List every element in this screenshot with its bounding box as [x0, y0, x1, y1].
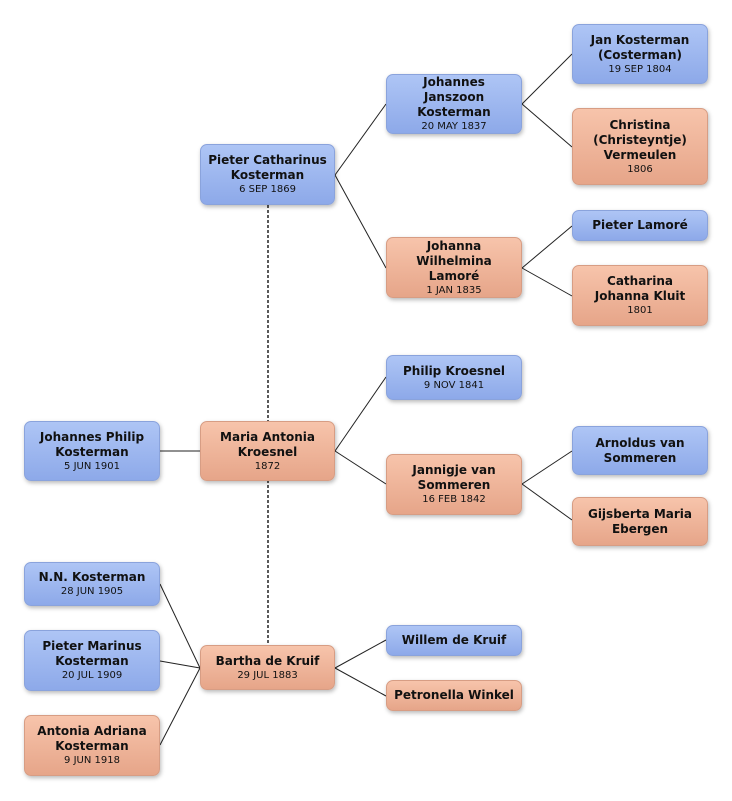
person-catharina-johanna-kluit[interactable]: Catharina Johanna Kluit 1801 [572, 265, 708, 326]
person-date: 20 MAY 1837 [421, 121, 487, 132]
person-date: 1872 [254, 460, 281, 472]
parent-line [334, 174, 387, 269]
person-philip-kroesnel[interactable]: Philip Kroesnel 9 NOV 1841 [386, 355, 522, 400]
person-maria-antonia-kroesnel[interactable]: Maria Antonia Kroesnel 1872 [200, 421, 335, 481]
person-jannigje-van-sommeren[interactable]: Jannigje van Sommeren 16 FEB 1842 [386, 454, 522, 515]
person-date: 5 JUN 1901 [64, 460, 120, 472]
person-name: Pieter Catharinus Kosterman [208, 153, 327, 182]
person-date: 29 JUL 1883 [237, 669, 298, 681]
parent-line [521, 225, 573, 269]
person-name: Pieter Lamoré [592, 218, 688, 232]
parent-line [334, 667, 387, 697]
person-name: Jan Kosterman (Costerman) [590, 32, 690, 62]
person-date: 20 JUL 1909 [61, 670, 123, 681]
person-date: 16 FEB 1842 [422, 494, 486, 505]
person-bartha-de-kruif[interactable]: Bartha de Kruif 29 JUL 1883 [200, 645, 335, 690]
person-name: N.N. Kosterman [38, 570, 146, 584]
person-name: Christina (Christeyntje) Vermeulen [593, 117, 687, 162]
parent-line [159, 667, 201, 746]
person-date: 1806 [627, 163, 653, 175]
person-name: Gijsberta Maria Ebergen [587, 506, 693, 536]
person-name: Arnoldus van Sommeren [595, 435, 685, 465]
person-date: 1 JAN 1835 [426, 284, 482, 296]
person-jan-kosterman[interactable]: Jan Kosterman (Costerman) 19 SEP 1804 [572, 24, 708, 84]
person-name: Philip Kroesnel [403, 363, 505, 378]
parent-line [521, 53, 573, 105]
person-name: Willem de Kruif [401, 633, 507, 647]
parent-line [334, 450, 387, 485]
person-name: Maria Antonia Kroesnel [220, 429, 315, 459]
person-name: Catharina Johanna Kluit [594, 274, 686, 303]
person-petronella-winkel[interactable]: Petronella Winkel [386, 680, 522, 711]
person-date: 28 JUN 1905 [60, 586, 124, 597]
person-johanna-wilhelmina-lamore[interactable]: Johanna Wilhelmina Lamoré 1 JAN 1835 [386, 237, 522, 298]
person-name: Petronella Winkel [394, 688, 514, 702]
person-date: 6 SEP 1869 [239, 184, 296, 195]
person-name: Pieter Marinus Kosterman [42, 639, 142, 668]
person-name: Jannigje van Sommeren [412, 463, 496, 492]
parent-line [159, 660, 201, 669]
person-nn-kosterman[interactable]: N.N. Kosterman 28 JUN 1905 [24, 562, 160, 606]
parent-line [521, 483, 573, 521]
person-date: 19 SEP 1804 [608, 63, 672, 75]
person-date: 1801 [627, 305, 653, 316]
person-arnoldus-van-sommeren[interactable]: Arnoldus van Sommeren [572, 426, 708, 475]
person-name: Bartha de Kruif [215, 653, 320, 668]
parent-line [334, 639, 387, 669]
parent-line [521, 267, 573, 297]
person-name: Antonia Adriana Kosterman [37, 724, 147, 753]
person-antonia-adriana-kosterman[interactable]: Antonia Adriana Kosterman 9 JUN 1918 [24, 715, 160, 776]
person-gijsberta-maria-ebergen[interactable]: Gijsberta Maria Ebergen [572, 497, 708, 546]
person-name: Johannes Janszoon Kosterman [417, 75, 491, 119]
person-johannes-janszoon-kosterman[interactable]: Johannes Janszoon Kosterman 20 MAY 1837 [386, 74, 522, 134]
person-johannes-philip-kosterman[interactable]: Johannes Philip Kosterman 5 JUN 1901 [24, 421, 160, 481]
person-pieter-marinus-kosterman[interactable]: Pieter Marinus Kosterman 20 JUL 1909 [24, 630, 160, 691]
person-date: 9 JUN 1918 [64, 755, 120, 766]
person-pieter-catharinus-kosterman[interactable]: Pieter Catharinus Kosterman 6 SEP 1869 [200, 144, 335, 205]
parent-line [521, 103, 573, 148]
parent-line [521, 450, 573, 485]
parent-line [159, 583, 201, 669]
person-name: Johanna Wilhelmina Lamoré [416, 238, 492, 283]
person-christina-vermeulen[interactable]: Christina (Christeyntje) Vermeulen 1806 [572, 108, 708, 185]
person-name: Johannes Philip Kosterman [39, 429, 145, 459]
person-willem-de-kruif[interactable]: Willem de Kruif [386, 625, 522, 656]
parent-line [334, 103, 387, 176]
parent-line [334, 376, 387, 452]
person-date: 9 NOV 1841 [423, 379, 485, 391]
person-pieter-lamore[interactable]: Pieter Lamoré [572, 210, 708, 241]
